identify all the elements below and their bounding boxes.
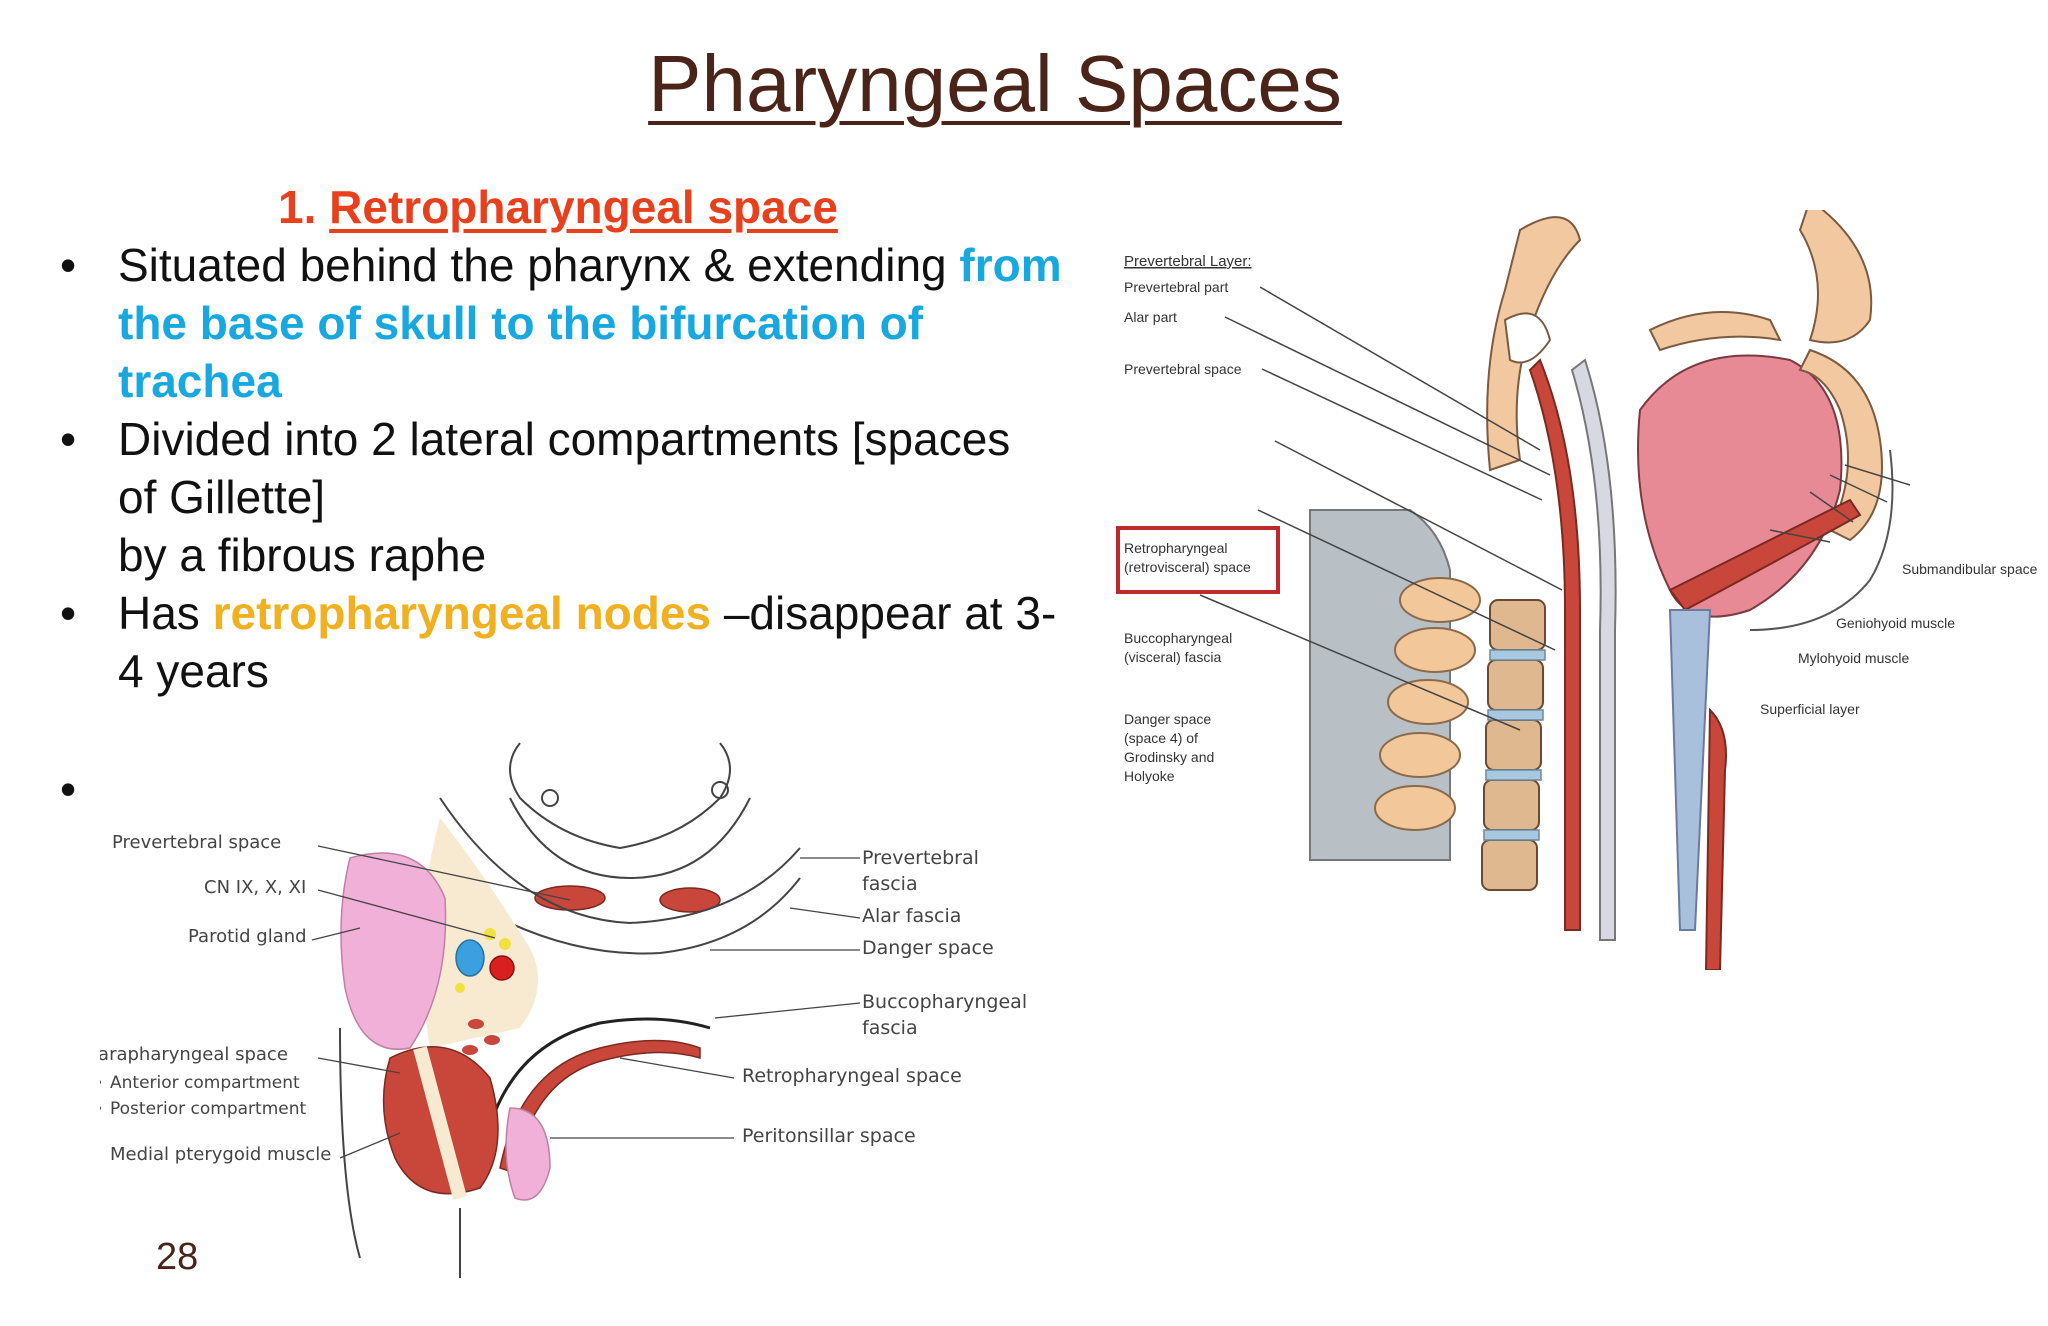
retropharyngeal-highlight-box <box>1116 526 1280 594</box>
vertebrae <box>1374 577 1481 831</box>
floor-muscles <box>1668 498 1862 612</box>
label-anterior: Anterior compartment <box>110 1073 300 1093</box>
label-geniohyoid: Geniohyoid muscle <box>1836 615 1955 631</box>
label-buccopharyngeal-1: Buccopharyngeal <box>1124 630 1232 646</box>
label-anterior-bullet: • <box>100 1073 103 1092</box>
bullet-2-line-3: by a fibrous raphe <box>118 529 487 581</box>
label-prevertebral-fascia-1: Prevertebral <box>862 847 979 869</box>
pharyngeal-constrictor <box>499 1039 701 1174</box>
spinal-column <box>1481 599 1546 891</box>
label-danger-space: Danger space <box>862 937 994 959</box>
prevertebral-muscle-right <box>659 887 721 913</box>
label-retropharyngeal-2: (retrovisceral) space <box>1124 559 1251 575</box>
label-retropharyngeal-1: Retropharyngeal <box>1124 540 1228 556</box>
airway <box>1668 609 1712 931</box>
bullet-3: • Has retropharyngeal nodes –disappear a… <box>60 584 1080 700</box>
subheading-text: Retropharyngeal space <box>329 181 838 233</box>
bullet-1-text: Situated behind the pharynx & extending <box>118 239 947 291</box>
prevertebral-muscle-left <box>534 885 606 911</box>
label-danger-1: Danger space <box>1124 711 1211 727</box>
label-alar-fascia: Alar fascia <box>862 905 961 927</box>
bullet-3-post: –disappear at 3-4 years <box>118 587 1057 697</box>
label-danger-2: (space 4) of <box>1124 730 1198 746</box>
label-medial-pterygoid: Medial pterygoid muscle <box>110 1144 331 1165</box>
label-alar-part: Alar part <box>1124 309 1177 325</box>
section-subheading: 1. Retropharyngeal space <box>278 180 838 234</box>
label-parapharyngeal: Parapharyngeal space <box>100 1044 288 1065</box>
label-mylohyoid: Mylohyoid muscle <box>1798 650 1909 666</box>
bullet-dot: • <box>60 239 77 291</box>
label-parotid: Parotid gland <box>188 926 307 947</box>
carotid-vessel <box>455 939 485 977</box>
label-prevertebral-part: Prevertebral part <box>1124 279 1228 295</box>
page-number: 28 <box>156 1236 199 1278</box>
label-superficial: Superficial layer <box>1760 701 1860 717</box>
label-submandibular: Submandibular space <box>1902 561 2038 577</box>
label-prevertebral-layer: Prevertebral Layer: <box>1124 253 1252 270</box>
tonsil <box>505 1107 551 1201</box>
vertebra-outline <box>509 742 731 850</box>
label-bucco-2: fascia <box>862 1017 918 1039</box>
label-peritonsillar: Peritonsillar space <box>742 1125 916 1147</box>
label-prevertebral-space: Prevertebral space <box>112 832 281 853</box>
jugular-vessel <box>489 955 515 981</box>
pharyngeal-wall <box>1528 358 1581 931</box>
label-bucco-1: Buccopharyngeal <box>862 991 1027 1013</box>
sagittal-neck-figure: Prevertebral Layer: Prevertebral part Al… <box>1110 198 2040 971</box>
label-retropharyngeal: Retropharyngeal space <box>742 1065 962 1087</box>
empty-bullet: • <box>60 763 77 815</box>
parapharyngeal-region <box>422 818 538 1048</box>
axial-neck-figure: Prevertebral space CN IX, X, XI Parotid … <box>88 728 1040 1288</box>
mandible <box>1798 348 1883 542</box>
bullet-1-highlight: from the base of skull to the bifurcatio… <box>118 239 1062 407</box>
label-prevertebral-fascia-2: fascia <box>862 873 918 895</box>
bullet-dot: • <box>60 587 77 639</box>
bullet-3-highlight: retropharyngeal nodes <box>212 587 712 639</box>
bullet-1: • Situated behind the pharynx & extendin… <box>60 236 1080 410</box>
bullet-2-line-2: of Gillette] <box>118 471 326 523</box>
label-danger-4: Holyoke <box>1124 768 1175 784</box>
subheading-number: 1. <box>278 181 330 233</box>
label-danger-3: Grodinsky and <box>1124 749 1214 765</box>
bullet-2-line-1: Divided into 2 lateral compartments [spa… <box>118 413 1011 465</box>
bullet-3-pre: Has <box>118 587 213 639</box>
bullet-2: • Divided into 2 lateral compartments [s… <box>60 410 1080 584</box>
slide-title: Pharyngeal Spaces <box>648 39 1342 128</box>
label-buccopharyngeal-2: (visceral) fascia <box>1124 649 1221 665</box>
palate <box>1648 311 1782 352</box>
label-prevertebral-space: Prevertebral space <box>1124 361 1242 377</box>
label-posterior: Posterior compartment <box>110 1099 306 1119</box>
label-cn: CN IX, X, XI <box>204 877 306 898</box>
bullet-dot: • <box>60 413 77 465</box>
label-posterior-bullet: • <box>100 1099 103 1118</box>
bullet-list: • Situated behind the pharynx & extendin… <box>60 236 1080 732</box>
